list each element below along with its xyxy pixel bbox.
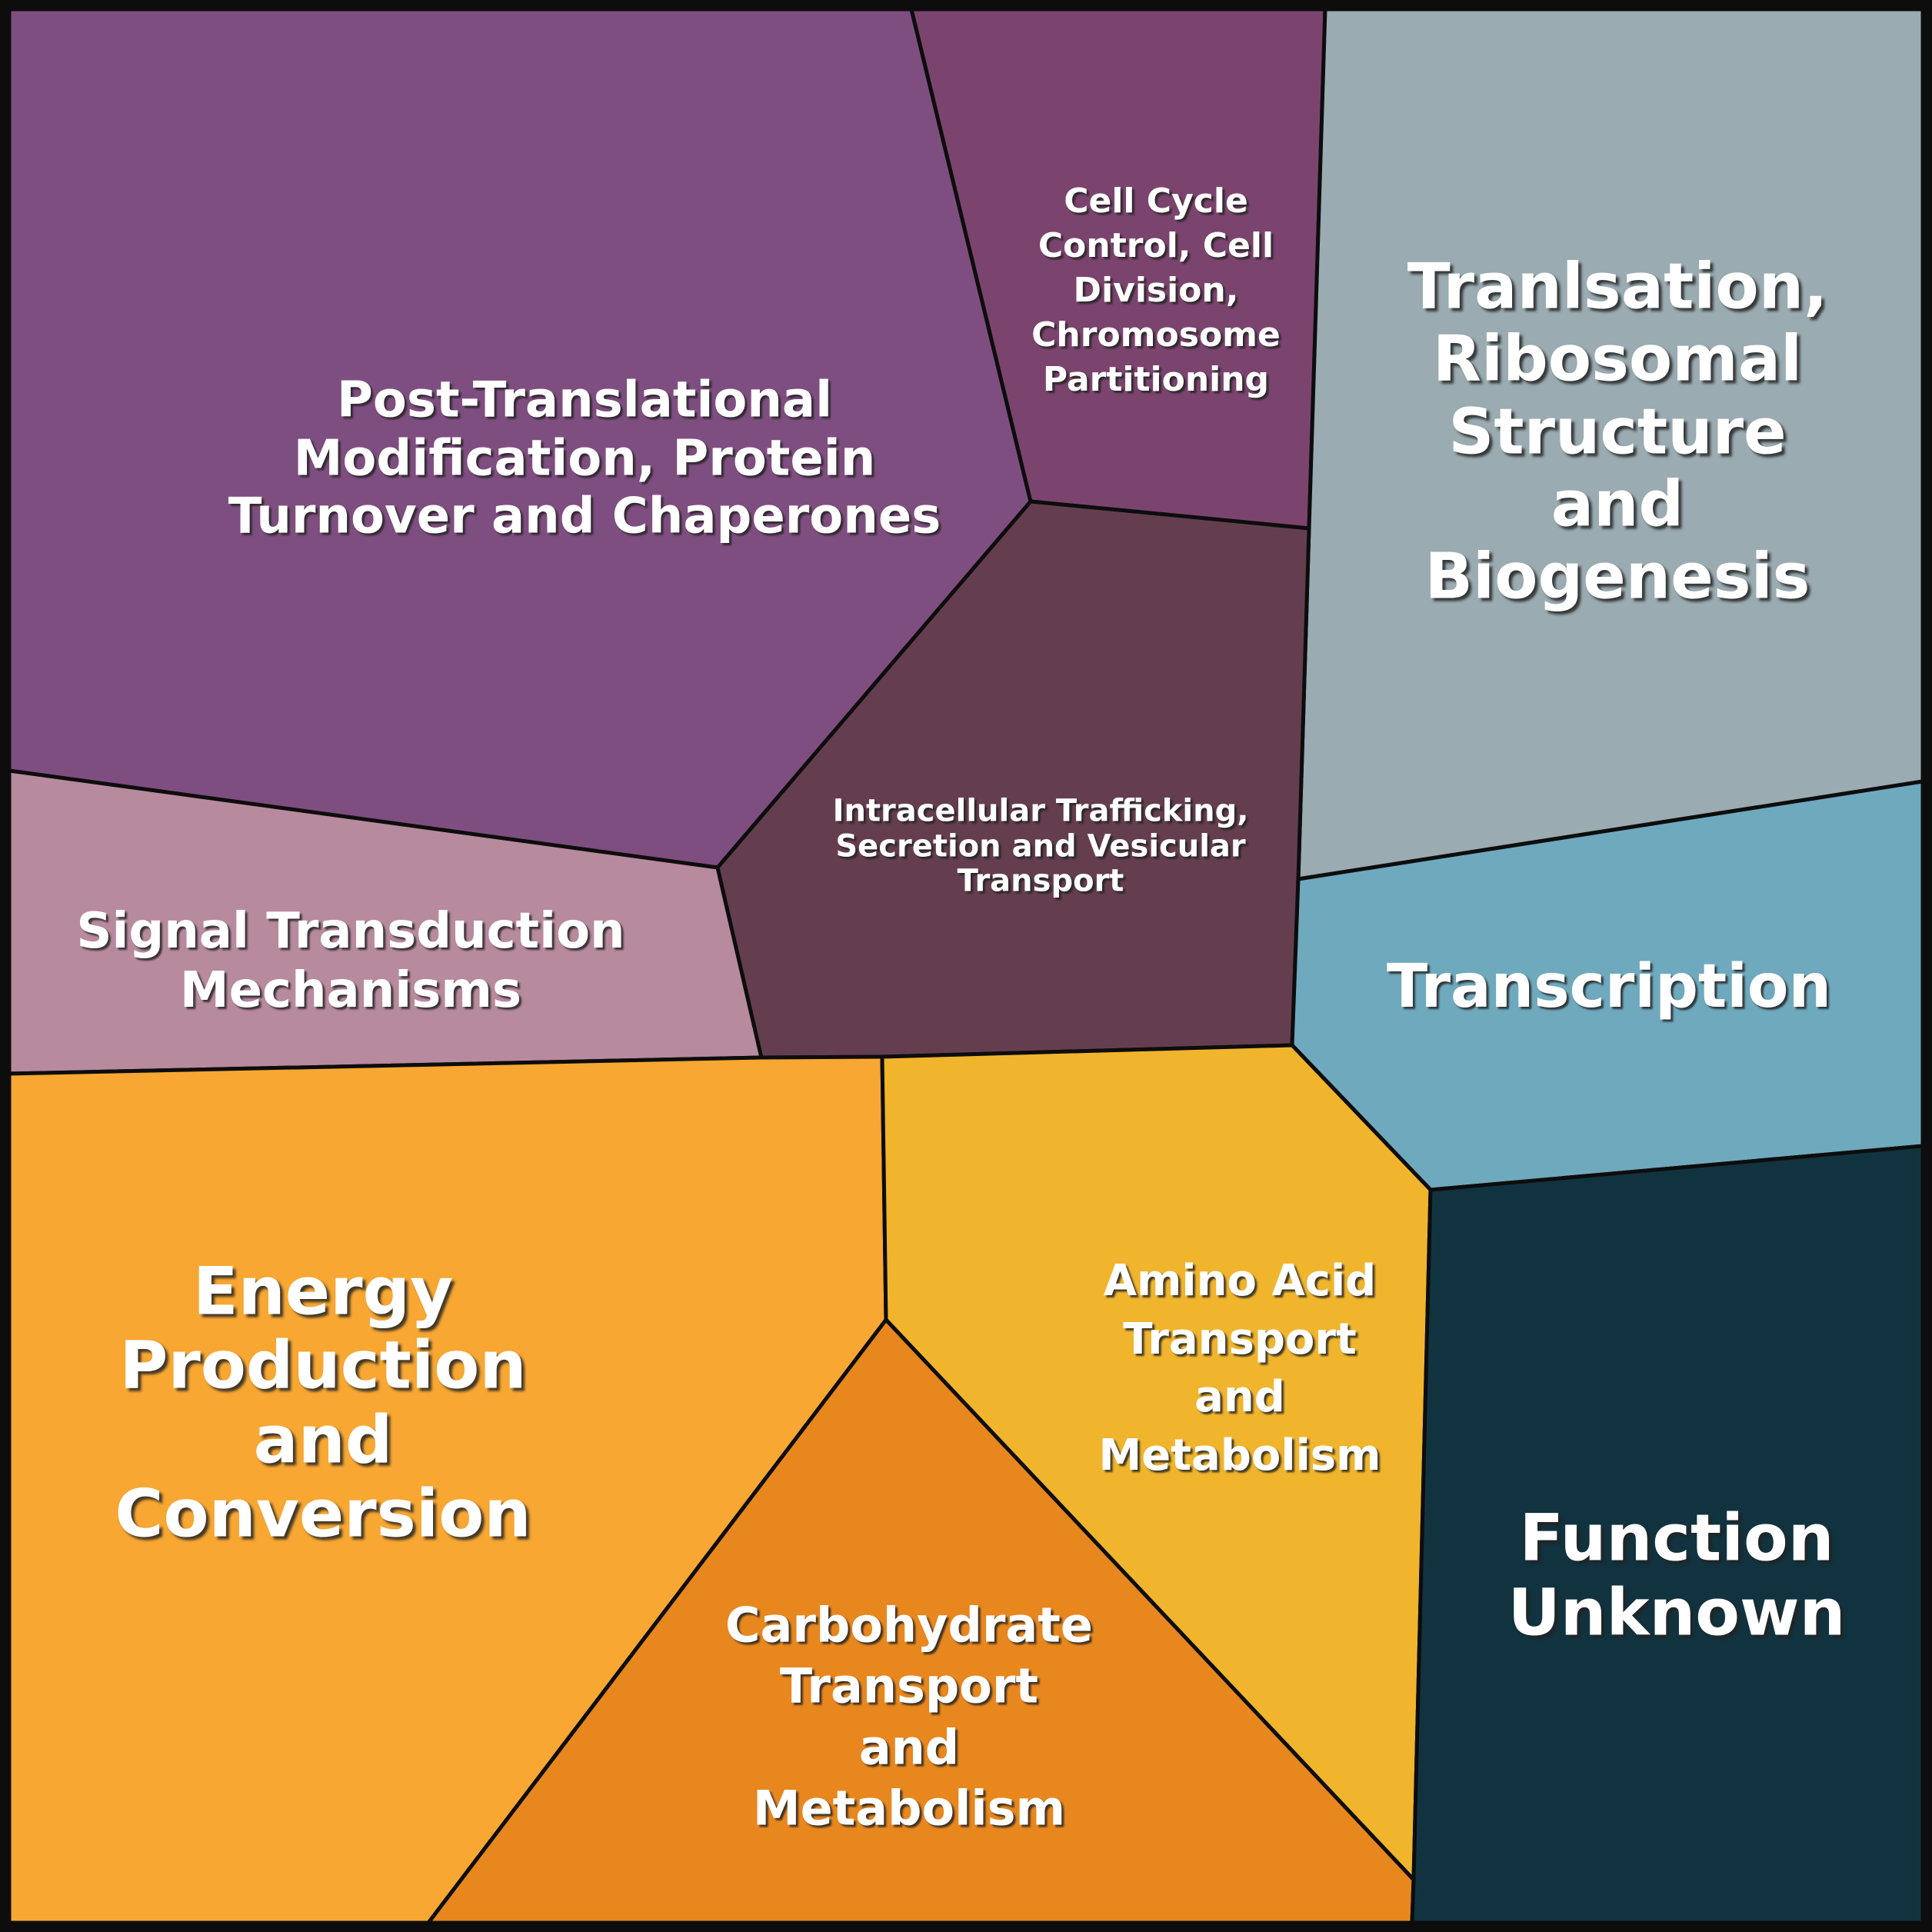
region-function-unknown-shape	[1410, 1144, 1925, 1925]
region-translation-ribosomal-shape	[1296, 7, 1925, 881]
